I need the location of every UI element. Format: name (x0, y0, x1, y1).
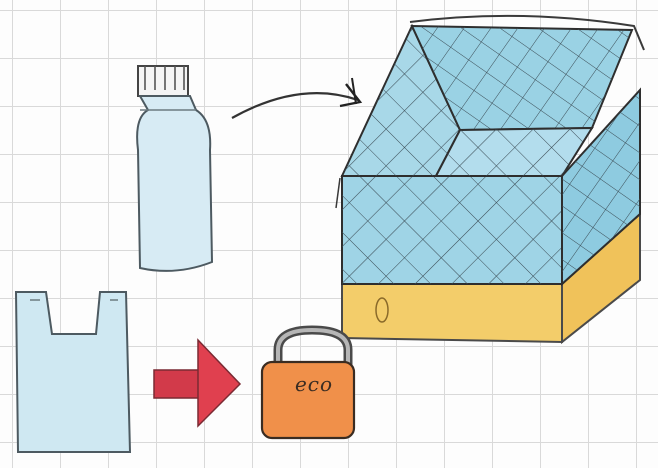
red-arrow-icon (154, 340, 240, 426)
plastic-bag-icon (16, 292, 130, 452)
bag-body (16, 292, 130, 452)
curved-arrow-icon (232, 78, 360, 118)
greenhouse-icon (336, 16, 644, 342)
greenhouse-base-front (342, 284, 562, 342)
bottle-body (137, 96, 212, 271)
eco-label: eco (278, 372, 350, 396)
bottle-icon (137, 66, 212, 271)
